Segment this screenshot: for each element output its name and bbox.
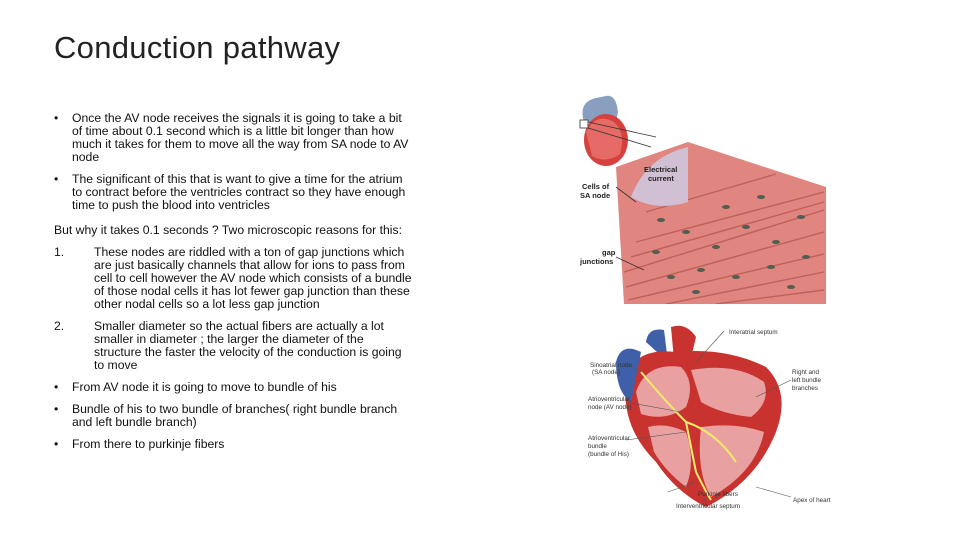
- bundle-branches-label: Right and: [792, 369, 819, 376]
- conduction-fibers: [640, 371, 737, 501]
- av-node-label-2: node (AV node): [588, 404, 632, 411]
- sa-node-label-2: (SA node): [592, 369, 620, 376]
- reason-number: 2.: [54, 319, 65, 333]
- bullet-bundle-of-his: From AV node it is going to move to bund…: [54, 381, 414, 395]
- bullet-significance: The significant of this that is want to …: [54, 173, 414, 212]
- bullet-av-delay: Once the AV node receives the signals it…: [54, 112, 414, 164]
- sa-cells-label-2: SA node: [580, 191, 610, 200]
- bundle-branches-label-3: branches: [792, 385, 818, 392]
- sa-cells-label: Cells of: [582, 182, 610, 191]
- nuclei: [652, 195, 810, 294]
- callout-lines: [587, 121, 657, 271]
- bullet-bundle-branches: Bundle of his to two bundle of branches(…: [54, 403, 414, 429]
- reason-item-1: 1. These nodes are riddled with a ton of…: [54, 246, 414, 311]
- gap-junctions-label-2: junctions: [579, 257, 613, 266]
- gap-junctions-label: gap: [602, 248, 616, 257]
- question-text: But why it takes 0.1 seconds ? Two micro…: [54, 223, 402, 237]
- small-heart: [579, 95, 628, 166]
- slide-body: Once the AV node receives the signals it…: [54, 112, 414, 460]
- callout-lines: [623, 330, 792, 505]
- bundle-branches-label-2: left bundle: [792, 377, 822, 384]
- bullet-purkinje: From there to purkinje fibers: [54, 438, 414, 452]
- apex-label: Apex of heart: [793, 497, 831, 504]
- reason-text: Smaller diameter so the actual fibers ar…: [94, 319, 402, 372]
- reason-item-2: 2. Smaller diameter so the actual fibers…: [54, 320, 414, 372]
- interventricular-septum-label: Interventricular septum: [676, 503, 740, 510]
- his-bundle-label: Atrioventricular: [588, 435, 630, 442]
- sa-node-region: [631, 147, 688, 206]
- slide-title: Conduction pathway: [54, 30, 341, 65]
- purkinje-fibers-label: Purkinje fibers: [698, 491, 738, 498]
- interatrial-septum-label: Interatrial septum: [729, 329, 778, 336]
- heart-conduction-figure: Interatrial septum Sinoatrial node (SA n…: [588, 325, 831, 510]
- av-node-label: Atrioventricular: [588, 396, 630, 403]
- reason-text: These nodes are riddled with a ton of ga…: [94, 245, 412, 311]
- muscle-fiber-lines: [623, 173, 825, 304]
- his-bundle-label-3: (bundle of His): [588, 451, 629, 458]
- sa-node-label: Sinoatrial node: [590, 362, 633, 369]
- heart-illustration: [616, 325, 782, 507]
- electrical-current-label-2: current: [648, 174, 674, 183]
- his-bundle-label-2: bundle: [588, 443, 607, 450]
- cardiac-muscle-figure: Electrical current Cells of SA node gap …: [579, 95, 826, 304]
- electrical-current-label: Electrical: [644, 165, 677, 174]
- reason-number: 1.: [54, 245, 65, 259]
